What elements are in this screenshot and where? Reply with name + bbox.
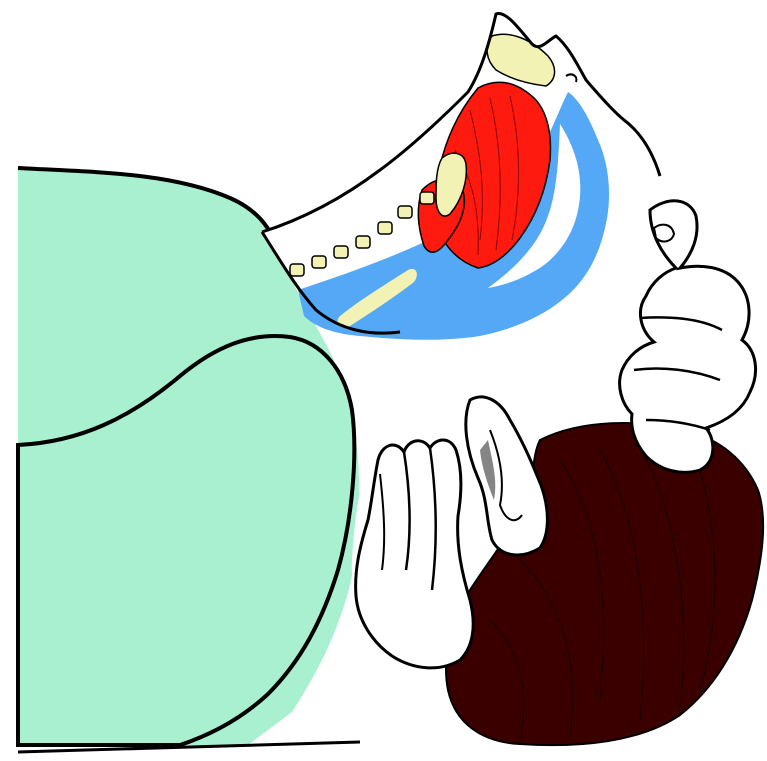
thumb-nail bbox=[654, 225, 674, 242]
